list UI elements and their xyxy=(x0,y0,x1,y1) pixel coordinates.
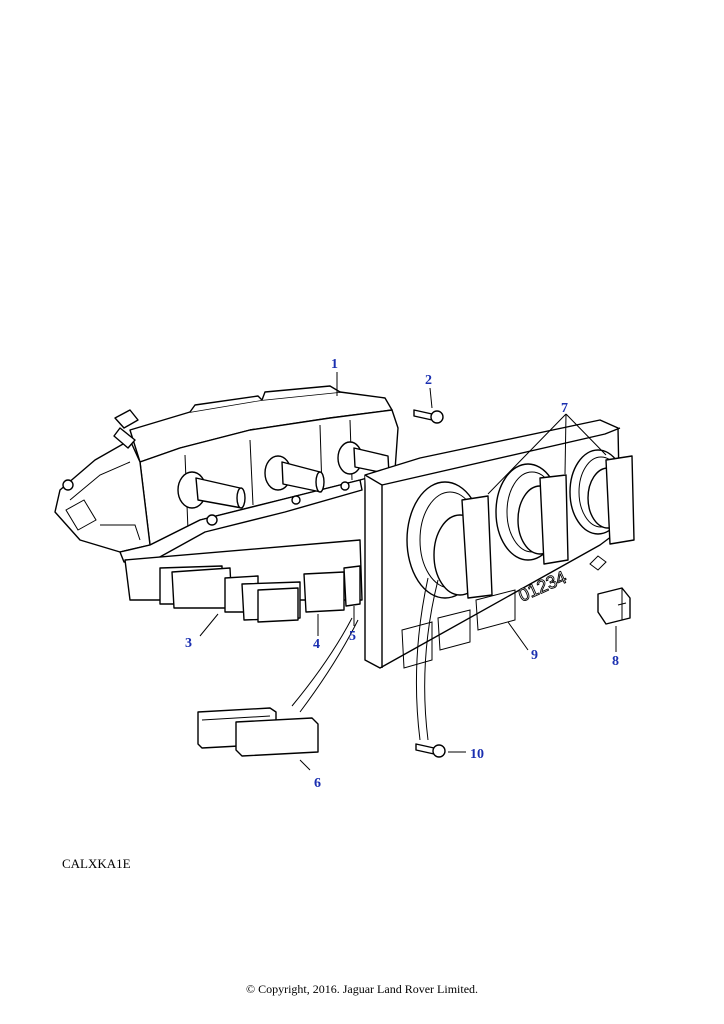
front-fascia-panel: 01234 xyxy=(364,419,627,669)
callout-3[interactable]: 3 xyxy=(185,636,192,651)
knob-left xyxy=(433,495,493,599)
callout-5[interactable]: 5 xyxy=(349,629,356,644)
shaft-center xyxy=(264,455,325,505)
callouts: 1 2 3 4 5 6 7 8 9 10 xyxy=(185,357,619,791)
knob-right xyxy=(587,455,635,545)
callout-4[interactable]: 4 xyxy=(313,637,320,652)
reference-code: CALXKA1E xyxy=(62,856,131,871)
copyright-notice: © Copyright, 2016. Jaguar Land Rover Lim… xyxy=(245,982,479,996)
shaft-left xyxy=(177,471,246,526)
callout-9[interactable]: 9 xyxy=(531,648,538,663)
screw-top xyxy=(413,409,444,424)
control-housing-frame xyxy=(54,385,399,563)
screw-bottom xyxy=(415,743,446,758)
callout-1[interactable]: 1 xyxy=(331,357,338,372)
shaft-right xyxy=(337,441,390,491)
callout-6[interactable]: 6 xyxy=(314,776,321,791)
callout-2[interactable]: 2 xyxy=(425,373,432,388)
switch-bank xyxy=(124,539,363,623)
callout-7[interactable]: 7 xyxy=(561,401,568,416)
loose-switch xyxy=(197,707,319,757)
knob-center xyxy=(517,474,569,565)
leader-lines xyxy=(199,372,617,771)
callout-10[interactable]: 10 xyxy=(470,747,484,762)
callout-8[interactable]: 8 xyxy=(612,654,619,669)
knob-cap xyxy=(597,587,631,625)
